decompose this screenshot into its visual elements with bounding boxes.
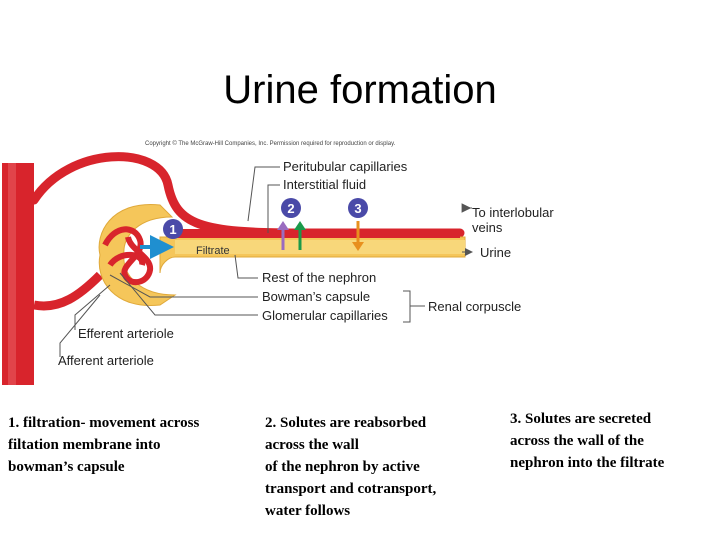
- afferent-arteriole: [33, 271, 104, 311]
- step-1-number: 1: [169, 222, 176, 237]
- glomerulus: [102, 226, 153, 286]
- peritubular-capillary: [175, 229, 460, 238]
- label-efferent: Efferent arteriole: [78, 326, 174, 341]
- label-urine: Urine: [480, 245, 511, 260]
- step-2-circle: [281, 198, 301, 218]
- label-filtrate: Filtrate: [196, 245, 230, 257]
- label-peritubular: Peritubular capillaries: [283, 159, 408, 174]
- label-glomerular: Glomerular capillaries: [262, 308, 388, 323]
- step-2-number: 2: [287, 201, 294, 216]
- nephron-diagram: Copyright © The McGraw-Hill Companies, I…: [2, 140, 554, 385]
- afferent-vessel: [2, 163, 34, 385]
- label-renal-corpuscle: Renal corpuscle: [428, 299, 521, 314]
- page-title: Urine formation: [223, 68, 497, 112]
- step-1-circle: [163, 219, 183, 239]
- copyright-text: Copyright © The McGraw-Hill Companies, I…: [145, 140, 396, 147]
- step-2-description: 2. Solutes are reabsorbed across the wal…: [265, 415, 437, 519]
- step-3-number: 3: [354, 201, 361, 216]
- step-1-description: 1. filtration- movement across filtation…: [8, 415, 200, 475]
- label-rest-nephron: Rest of the nephron: [262, 270, 376, 285]
- label-to-interlobular: To interlobular: [472, 205, 554, 220]
- step-3-description: 3. Solutes are secreted across the wall …: [510, 411, 665, 471]
- label-bowmans: Bowman’s capsule: [262, 289, 370, 304]
- step-3-circle: [348, 198, 368, 218]
- label-veins: veins: [472, 220, 503, 235]
- label-afferent: Afferent arteriole: [58, 353, 154, 368]
- label-interstitial: Interstitial fluid: [283, 177, 366, 192]
